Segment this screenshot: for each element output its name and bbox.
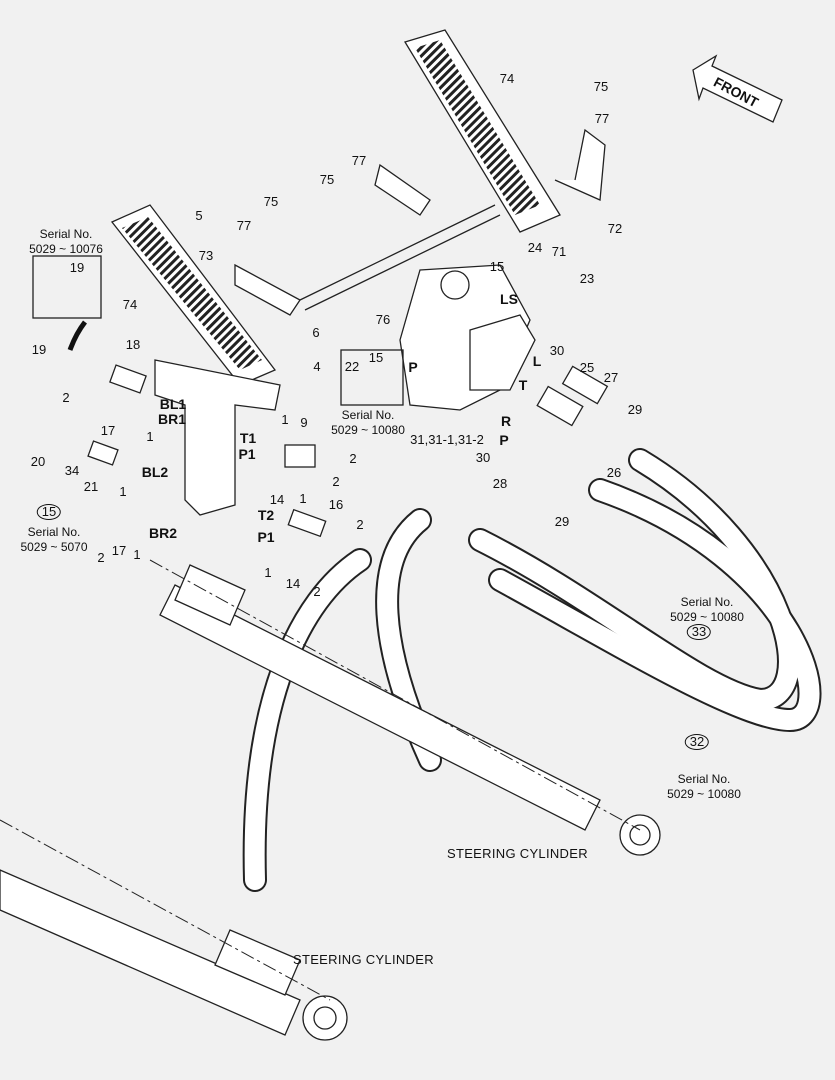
port-label: BR2 <box>148 525 178 541</box>
part-callout: 72 <box>607 221 623 236</box>
part-callout: 30 <box>475 450 491 465</box>
port-label: P1 <box>257 529 275 545</box>
part-callout: 20 <box>30 454 46 469</box>
front-arrow-icon <box>692 54 783 123</box>
part-callout: 2 <box>97 550 105 565</box>
port-label: BL2 <box>141 464 169 480</box>
serial-label: Serial No. <box>677 772 731 786</box>
part-callout: 77 <box>594 111 610 126</box>
part-callout: 75 <box>263 194 279 209</box>
serial-note-10080-hose-33: Serial No.5029 ~ 10080 <box>670 595 744 625</box>
part-callout: 29 <box>554 514 570 529</box>
port-label: T <box>518 377 528 393</box>
part-callout: 26 <box>606 465 622 480</box>
part-callout: 32 <box>684 734 710 750</box>
serial-range: 5029 ~ 10076 <box>29 242 103 256</box>
part-callout: 76 <box>375 312 391 327</box>
part-callout: 17 <box>100 423 116 438</box>
port-label: T2 <box>257 507 275 523</box>
part-callout: 1 <box>133 547 141 562</box>
inset-box-19 <box>32 255 102 319</box>
part-callout: 18 <box>125 337 141 352</box>
part-callout: 5 <box>195 208 203 223</box>
part-callout: 73 <box>198 248 214 263</box>
part-callout: 16 <box>328 497 344 512</box>
part-callout: 21 <box>83 479 99 494</box>
part-callout: 1 <box>119 484 127 499</box>
part-callout: 34 <box>64 463 80 478</box>
serial-range: 5029 ~ 10080 <box>667 787 741 801</box>
part-callout: 1 <box>264 565 272 580</box>
part-callout: 29 <box>627 402 643 417</box>
part-callout: 2 <box>313 584 321 599</box>
upper-steering-cylinder <box>159 584 601 831</box>
pedal-shaft <box>299 204 501 311</box>
serial-label: Serial No. <box>680 595 734 609</box>
part-callout: 1 <box>281 412 289 427</box>
part-callout: 19 <box>31 342 47 357</box>
steering-cylinder-title-lower: STEERING CYLINDER <box>293 952 434 967</box>
part-callout: 15 <box>368 350 384 365</box>
inset-box-22 <box>340 349 404 406</box>
steering-cylinder-title-upper: STEERING CYLINDER <box>447 846 588 861</box>
part-callout: 2 <box>332 474 340 489</box>
serial-note-10080-plug: Serial No.5029 ~ 10080 <box>331 408 405 438</box>
part-callout: 27 <box>603 370 619 385</box>
part-callout: 74 <box>122 297 138 312</box>
part-callout: 74 <box>499 71 515 86</box>
part-callout: 75 <box>593 79 609 94</box>
serial-note-5070: Serial No.5029 ~ 5070 <box>20 525 87 555</box>
part-callout: 25 <box>579 360 595 375</box>
port-label: BL1 <box>159 396 187 412</box>
part-callout: 15 <box>489 259 505 274</box>
part-callout: 77 <box>351 153 367 168</box>
part-callout: 31,31-1,31-2 <box>410 432 484 447</box>
serial-range: 5029 ~ 10080 <box>670 610 744 624</box>
part-callout: 9 <box>300 415 308 430</box>
serial-label: Serial No. <box>39 227 93 241</box>
port-label: BR1 <box>157 411 187 427</box>
port-label: R <box>500 413 512 429</box>
part-callout: 24 <box>527 240 543 255</box>
part-callout: 17 <box>111 543 127 558</box>
part-callout: 23 <box>579 271 595 286</box>
part-callout: 77 <box>236 218 252 233</box>
part-callout: 1 <box>146 429 154 444</box>
part-callout: 6 <box>312 325 320 340</box>
bracket <box>554 128 606 201</box>
serial-note-10076: Serial No.5029 ~ 10076 <box>29 227 103 257</box>
part-callout: 22 <box>344 359 360 374</box>
part-callout: 19 <box>69 260 85 275</box>
serial-label: Serial No. <box>341 408 395 422</box>
part-callout: 14 <box>269 492 285 507</box>
serial-range: 5029 ~ 5070 <box>20 540 88 554</box>
part-callout: 14 <box>285 576 301 591</box>
port-label: P <box>408 359 418 375</box>
serial-range: 5029 ~ 10080 <box>331 423 405 437</box>
part-callout: 2 <box>62 390 70 405</box>
part-callout: 2 <box>349 451 357 466</box>
part-callout: 28 <box>492 476 508 491</box>
part-callout: 4 <box>313 359 321 374</box>
port-label: T1 <box>239 430 257 446</box>
part-callout: 1 <box>299 491 307 506</box>
part-callout: 2 <box>356 517 364 532</box>
brake-valve-body <box>154 359 281 516</box>
port-label: P <box>499 432 509 448</box>
part-callout: 33 <box>686 624 712 640</box>
port-label: L <box>532 353 542 369</box>
part-callout: 75 <box>319 172 335 187</box>
part-callout: 30 <box>549 343 565 358</box>
port-label: P1 <box>238 446 256 462</box>
serial-note-10080-hose-32: Serial No.5029 ~ 10080 <box>667 772 741 802</box>
lower-steering-cylinder <box>0 869 301 1036</box>
serial-label: Serial No. <box>27 525 81 539</box>
part-callout: 15 <box>36 504 62 520</box>
port-label: LS <box>500 291 518 307</box>
part-callout: 71 <box>551 244 567 259</box>
